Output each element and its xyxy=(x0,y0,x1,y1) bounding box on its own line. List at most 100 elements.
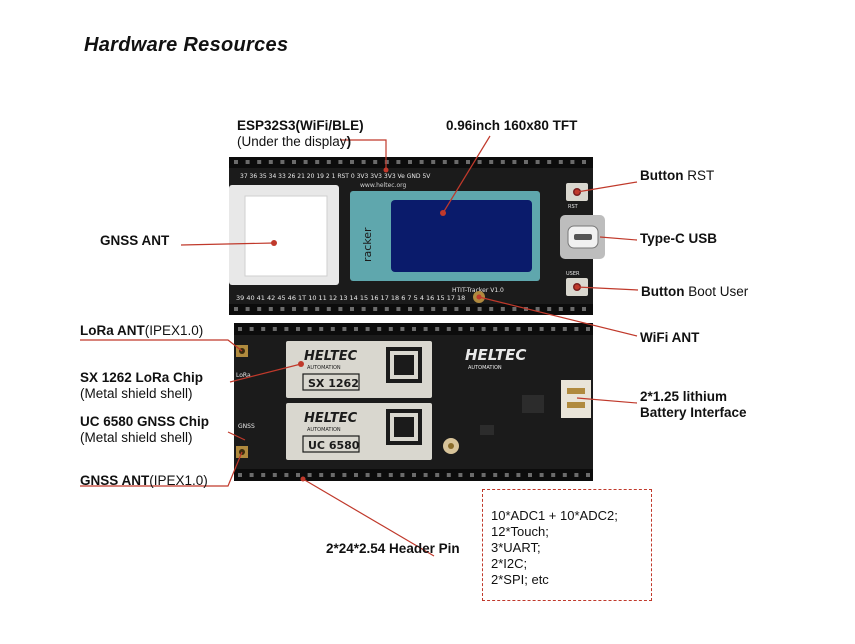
spec-line: 10*ADC1 + 10*ADC2; xyxy=(491,508,618,523)
header-pin xyxy=(419,307,424,311)
header-pin xyxy=(423,473,428,477)
header-pin xyxy=(504,473,509,477)
leader-wifi xyxy=(478,296,638,337)
header-pin xyxy=(477,160,482,164)
header-pin xyxy=(338,160,343,164)
header-pin xyxy=(423,327,428,331)
header-pin xyxy=(249,473,254,477)
header-pin xyxy=(257,160,262,164)
leader-battery xyxy=(576,397,638,404)
header-pin xyxy=(238,327,242,331)
leader-typec xyxy=(599,236,638,241)
header-pin xyxy=(319,327,324,331)
header-pin xyxy=(377,473,382,477)
label-sx1262: SX 1262 LoRa Chip(Metal shield shell) xyxy=(80,370,204,401)
header-pin xyxy=(234,307,238,311)
spec-line: 12*Touch; xyxy=(491,524,549,539)
header-pin xyxy=(303,160,308,164)
header-pin xyxy=(528,473,532,477)
header-pin xyxy=(574,473,579,477)
svg-text:HELTEC: HELTEC xyxy=(304,411,358,426)
header-pin xyxy=(388,473,393,477)
header-pin xyxy=(303,307,308,311)
header-pin xyxy=(400,327,405,331)
leader-tft xyxy=(442,135,491,214)
header-pin xyxy=(458,327,463,331)
header-pin xyxy=(365,473,370,477)
label-tft: 0.96inch 160x80 TFT xyxy=(446,118,578,133)
top-silk: www.heltec.org xyxy=(360,182,407,189)
header-pin xyxy=(477,307,482,311)
header-pin xyxy=(489,160,494,164)
header-pin xyxy=(373,307,378,311)
header-pin xyxy=(326,307,331,311)
header-pin xyxy=(284,473,289,477)
header-pin xyxy=(431,307,436,311)
svg-text:SX 1262: SX 1262 xyxy=(308,377,359,390)
svg-text:UC 6580: UC 6580 xyxy=(308,439,360,452)
header-pin xyxy=(551,473,556,477)
leader-rst xyxy=(576,181,638,193)
header-pin xyxy=(396,160,401,164)
header-pin xyxy=(489,307,494,311)
label-button-rst: Button RST xyxy=(640,168,715,183)
header-pin xyxy=(234,160,238,164)
spec-line: 2*SPI; etc xyxy=(491,572,549,587)
header-pin xyxy=(512,307,517,311)
leader-lora-ant xyxy=(80,339,243,352)
header-pin xyxy=(458,473,463,477)
header-pin xyxy=(470,327,474,331)
header-pin xyxy=(396,307,401,311)
header-pin xyxy=(272,327,277,331)
leader-boot xyxy=(576,286,639,291)
header-pin xyxy=(570,160,575,164)
header-pin xyxy=(272,473,277,477)
header-pin xyxy=(261,327,266,331)
header-pin xyxy=(535,160,540,164)
label-gnss-ipex: GNSS ANT(IPEX1.0) xyxy=(80,473,208,488)
header-pin xyxy=(481,473,486,477)
header-pin xyxy=(280,160,285,164)
header-pin xyxy=(249,327,254,331)
leader-uc6580 xyxy=(227,431,246,441)
pin-silk-bottom: 39 40 41 42 45 46 1T 10 11 12 13 14 15 1… xyxy=(236,294,465,302)
header-pin xyxy=(307,473,312,477)
leader-esp32 xyxy=(340,139,387,170)
header-pin xyxy=(582,307,586,311)
header-pin xyxy=(319,473,324,477)
header-pin xyxy=(408,307,412,311)
header-pin xyxy=(361,307,366,311)
header-pin xyxy=(516,473,521,477)
leader-gnss-ant xyxy=(180,242,275,246)
header-pin xyxy=(307,327,312,331)
header-pin xyxy=(326,160,331,164)
header-pin xyxy=(470,473,474,477)
pin-silk-top: 37 36 35 34 33 26 21 20 19 2 1 RST 0 3V3… xyxy=(240,173,431,180)
header-pin xyxy=(315,307,320,311)
header-pin xyxy=(539,327,544,331)
svg-text:AUTOMATION: AUTOMATION xyxy=(468,365,502,371)
label-button-boot: Button Boot User xyxy=(641,284,749,299)
header-pin xyxy=(245,160,250,164)
spec-line: 2*I2C; xyxy=(491,556,528,571)
header-pin xyxy=(558,160,563,164)
header-pin xyxy=(350,160,354,164)
header-pin xyxy=(562,327,567,331)
header-pin xyxy=(384,160,389,164)
header-pin xyxy=(551,327,556,331)
header-pin xyxy=(481,327,486,331)
header-pin xyxy=(292,160,296,164)
header-pin xyxy=(377,327,382,331)
header-pin xyxy=(350,307,354,311)
header-pin xyxy=(296,473,300,477)
header-pin xyxy=(238,473,242,477)
svg-text:AUTOMATION: AUTOMATION xyxy=(307,427,341,433)
header-pin xyxy=(446,327,451,331)
svg-text:AUTOMATION: AUTOMATION xyxy=(307,365,341,371)
header-pin xyxy=(330,473,335,477)
header-pin xyxy=(466,307,470,311)
header-pin xyxy=(586,473,590,477)
header-pin xyxy=(558,307,563,311)
svg-text:LoRa: LoRa xyxy=(236,372,251,379)
